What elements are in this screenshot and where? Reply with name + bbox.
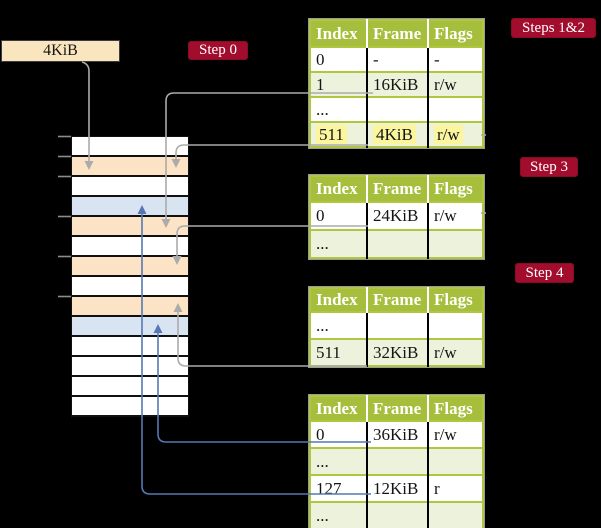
col-header-frame: Frame [366,176,428,202]
cell-frame [366,501,428,528]
cell-flags: r [427,474,483,502]
table-row: 127 12KiB r [310,474,483,502]
cell-flags: - [427,46,483,72]
memory-strip [71,136,189,418]
cell-index: 1 [310,71,367,97]
col-header-index: Index [310,20,367,47]
col-header-index: Index [310,176,367,202]
cell-index: 127 [310,474,367,502]
cell-flags [427,96,483,122]
strip-tick-marks [58,135,71,298]
cell-flags: r/w [427,338,483,366]
memory-row-11 [72,337,188,357]
table-row: 0 24KiB r/w [310,201,483,230]
table-row: 1 16KiB r/w [310,71,483,97]
memory-row-9 [72,297,188,317]
table-row: 0 36KiB r/w [310,420,483,448]
table-header-row: Index Frame Flags [310,396,483,421]
cell-flags [427,501,483,528]
col-header-flags: Flags [427,396,483,421]
cell-index: 0 [310,420,367,448]
cell-frame: 4KiB [366,121,428,147]
cell-frame [366,447,428,475]
table-header-row: Index Frame Flags [310,176,483,202]
memory-row-8 [72,277,188,297]
page-table-steps-1-2: Index Frame Flags 0 - - 1 16KiB r/w ... … [308,18,485,149]
steps-1-2-label: Steps 1&2 [511,18,596,38]
cell-index: 0 [310,201,367,230]
table-header-row: Index Frame Flags [310,20,483,47]
cell-frame: 12KiB [366,474,428,502]
cell-index: ... [310,311,367,339]
cell-frame: 24KiB [366,201,428,230]
col-header-frame: Frame [366,288,428,312]
frame-size-box: 4KiB [1,40,120,62]
cell-flags: r/w [427,71,483,97]
memory-row-1 [72,137,188,157]
cell-frame: 36KiB [366,420,428,448]
cell-flags [427,229,483,258]
cell-index: 511 [310,338,367,366]
memory-row-3 [72,177,188,197]
cell-index: ... [310,96,367,122]
table-header-row: Index Frame Flags [310,288,483,312]
memory-row-12 [72,357,188,377]
cell-index: ... [310,501,367,528]
cell-flags: r/w [427,420,483,448]
memory-row-2 [72,157,188,177]
cell-frame [366,311,428,339]
cell-index: 511 [310,121,367,147]
cell-flags: r/w [427,121,483,147]
cell-index: 0 [310,46,367,72]
table-row: ... [310,311,483,339]
col-header-flags: Flags [427,176,483,202]
memory-row-13 [72,377,188,397]
step3-label: Step 3 [520,157,578,177]
table-row: ... [310,501,483,528]
memory-row-5 [72,217,188,237]
col-header-index: Index [310,288,367,312]
col-header-frame: Frame [366,20,428,47]
table-row: ... [310,96,483,122]
table-row: ... [310,447,483,475]
table-row: 0 - - [310,46,483,72]
cell-index: ... [310,229,367,258]
step4-label: Step 4 [515,263,574,283]
cell-frame: - [366,46,428,72]
memory-row-4 [72,197,188,217]
cell-frame [366,96,428,122]
page-table-step-4: Index Frame Flags ... 511 32KiB r/w [308,286,485,368]
page-table-bottom: Index Frame Flags 0 36KiB r/w ... 127 12… [308,394,485,528]
cell-index: ... [310,447,367,475]
page-table-step-3: Index Frame Flags 0 24KiB r/w ... [308,174,485,260]
step0-label: Step 0 [188,41,248,60]
highlighted-value: 4KiB [373,124,416,144]
highlighted-value: r/w [434,124,463,144]
table-row: ... [310,229,483,258]
memory-row-14 [72,397,188,417]
cell-flags: r/w [427,201,483,230]
table-row-highlighted: 511 4KiB r/w [310,121,483,147]
cell-flags [427,447,483,475]
col-header-frame: Frame [366,396,428,421]
memory-row-6 [72,237,188,257]
highlighted-value: 511 [316,124,347,144]
col-header-flags: Flags [427,20,483,47]
cell-frame: 32KiB [366,338,428,366]
cell-flags [427,311,483,339]
memory-row-10 [72,317,188,337]
cell-frame [366,229,428,258]
col-header-flags: Flags [427,288,483,312]
cell-frame: 16KiB [366,71,428,97]
col-header-index: Index [310,396,367,421]
memory-row-7 [72,257,188,277]
table-row: 511 32KiB r/w [310,338,483,366]
